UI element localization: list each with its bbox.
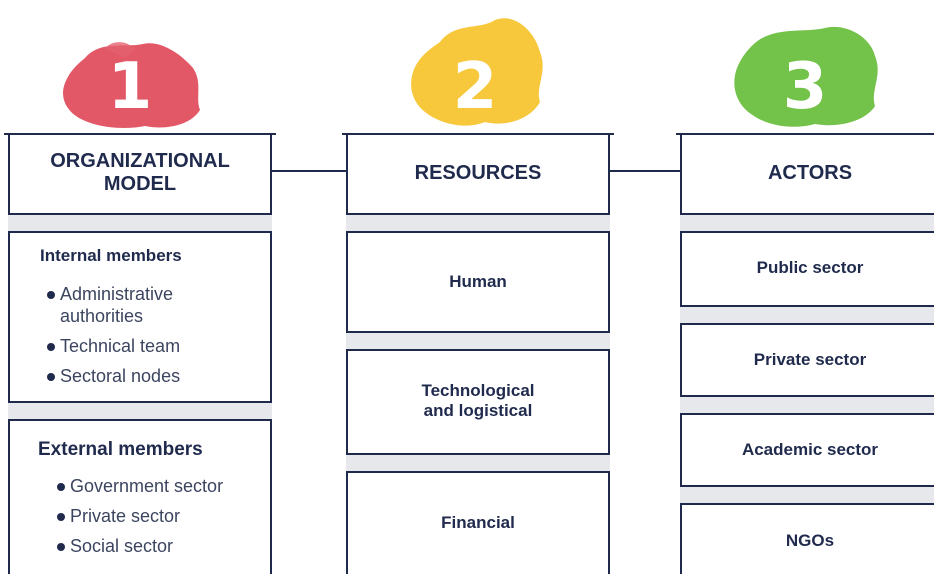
- actor-academic-sector: Academic sector: [741, 440, 879, 459]
- separator-band: [680, 485, 934, 505]
- step-number-1: 1: [107, 50, 153, 124]
- column-top-line: [676, 133, 934, 135]
- connector-1-2: [270, 170, 348, 172]
- separator-band: [680, 395, 934, 415]
- separator-band: [680, 305, 934, 325]
- list-item: Private sector: [56, 505, 266, 527]
- internal-members-heading: Internal members: [40, 246, 182, 265]
- column-actors: ACTORS Public sector Private sector Acad…: [676, 133, 934, 574]
- external-members-heading: External members: [38, 439, 203, 460]
- column-organizational-model: ORGANIZATIONAL MODEL Internal members Ad…: [4, 133, 276, 574]
- green-paint-splash: [734, 26, 878, 127]
- actor-ngos: NGOs: [785, 531, 835, 550]
- separator-band: [8, 401, 272, 421]
- external-members-list: Government sector Private sector Social …: [56, 475, 266, 565]
- column-title: ACTORS: [767, 161, 853, 184]
- separator-band: [680, 213, 934, 233]
- column-title: ORGANIZATIONAL MODEL: [50, 150, 230, 195]
- resource-human: Human: [449, 272, 507, 291]
- separator-band: [346, 213, 610, 233]
- list-item: Government sector: [56, 475, 266, 497]
- actor-public-sector: Public sector: [756, 258, 864, 277]
- connector-2-3: [608, 170, 682, 172]
- column-resources: RESOURCES Human Technological and logist…: [342, 133, 614, 574]
- resource-financial: Financial: [441, 513, 515, 532]
- list-item: Sectoral nodes: [46, 365, 256, 387]
- yellow-paint-splash: [411, 18, 543, 126]
- separator-band: [8, 213, 272, 233]
- internal-members-list: Administrative authorities Technical tea…: [46, 283, 256, 395]
- separator-band: [346, 331, 610, 351]
- column-top-line: [4, 133, 276, 135]
- step-number-3: 3: [782, 50, 828, 124]
- separator-band: [346, 453, 610, 473]
- column-title: RESOURCES: [414, 161, 542, 184]
- list-item: Social sector: [56, 535, 266, 557]
- actor-private-sector: Private sector: [753, 350, 867, 369]
- list-item: Administrative authorities: [46, 283, 190, 327]
- resource-technological: Technological and logistical: [421, 381, 535, 420]
- step-number-2: 2: [452, 50, 498, 124]
- column-top-line: [342, 133, 614, 135]
- list-item: Technical team: [46, 335, 256, 357]
- red-paint-splash: [63, 42, 200, 129]
